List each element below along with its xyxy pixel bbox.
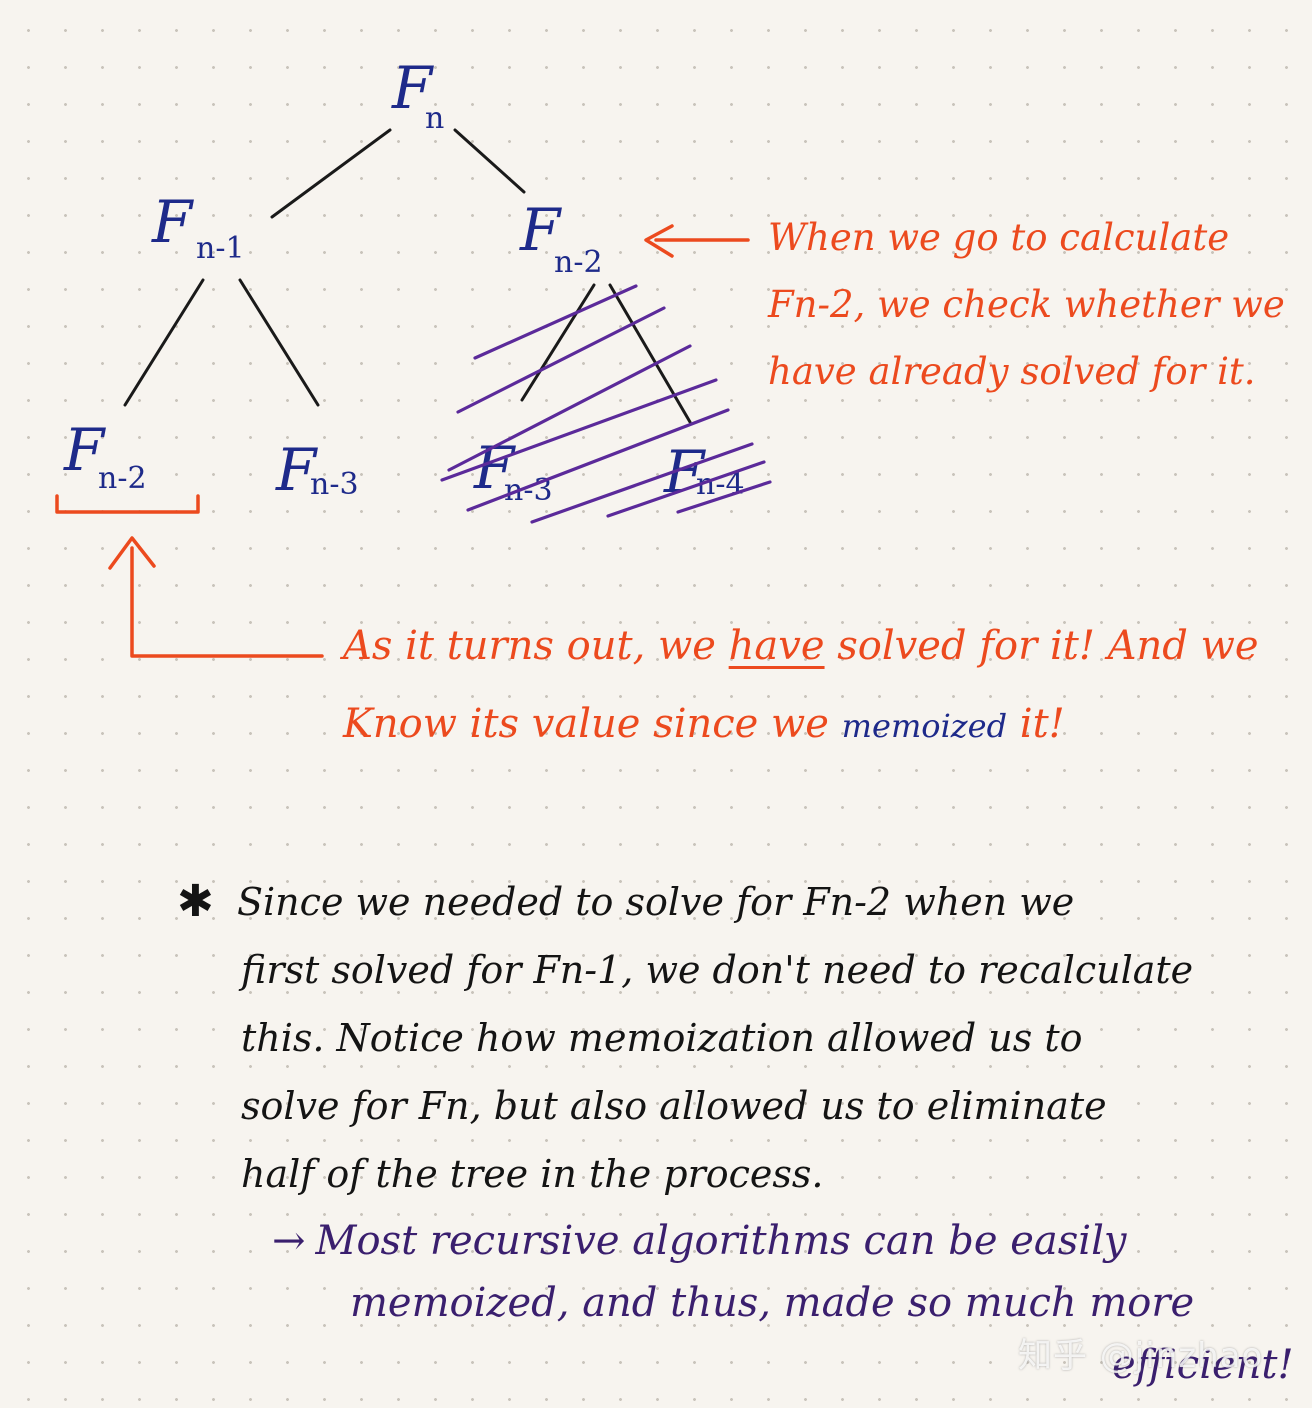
node-right-left-sub: n-3 [504,473,553,508]
hatch-stroke [466,408,730,512]
node-right: F n-2 [519,196,603,280]
node-right-left: F n-3 [473,434,553,508]
node-left-left: F n-2 [63,416,147,496]
conclusion-line: →Most recursive algorithms can be easily [272,1210,1292,1272]
explanation-line: this. Notice how memoization allowed us … [241,1016,1083,1060]
node-root-letter: F [391,54,434,122]
explanation-line: Since we needed to solve for Fn-2 when w… [237,880,1075,924]
node-left-left-sub: n-2 [98,461,147,496]
node-left-right-sub: n-3 [310,467,359,502]
arrow-head [108,536,156,570]
hatch-stroke [447,344,692,472]
conclusion-line-text: Most recursive algorithms can be easily [315,1218,1127,1264]
annotation-middle: As it turns out, we have solved for it! … [343,607,1293,765]
node-left-right-letter: F [275,436,318,504]
bracket-under-left-left [55,494,200,514]
node-left: F n-1 [151,188,245,266]
explanation-paragraph: ✱ Since we needed to solve for Fn-2 when… [177,868,1295,1208]
explanation-line: solve for Fn, but also allowed us to eli… [241,1084,1107,1128]
node-root-sub: n [425,101,444,136]
annotation-middle-pre: As it turns out, we [343,623,729,669]
conclusion-note: →Most recursive algorithms can be easily… [272,1210,1294,1396]
conclusion-line: memoized, and thus, made so much more [350,1280,1195,1326]
watermark: 知乎 @jinzhao [1018,1336,1264,1376]
explanation-line: first solved for Fn-1, we don't need to … [241,948,1194,992]
edge-root-left [270,128,392,219]
node-left-right: F n-3 [275,436,359,504]
explanation-line: half of the tree in the process. [241,1152,824,1196]
annotation-middle-memoized: memoized [841,707,1008,745]
hatch-stroke [676,480,772,514]
arrow-to-right-node [644,224,750,258]
edge-right-rightleft [520,283,596,402]
node-left-sub: n-1 [196,231,245,266]
node-right-letter: F [519,196,562,264]
edge-left-leftright [238,278,320,407]
annotation-middle-post: solved for it! And we Know its value sin… [343,623,1259,747]
edge-root-right [453,128,526,194]
right-arrow-icon: → [272,1218,306,1264]
edge-right-rightright [608,283,692,424]
node-root: F n [391,54,444,136]
node-left-left-letter: F [63,416,106,484]
hatch-stroke [606,460,766,518]
conclusion-line: efficient! [1112,1342,1294,1388]
asterisk-icon: ✱ [177,876,214,927]
arrow-up-to-bracket [108,536,324,658]
node-right-sub: n-2 [554,245,603,280]
node-left-letter: F [151,188,194,256]
annotation-middle-end: it! [1007,701,1065,747]
arrow-elbow [130,546,324,658]
edge-left-leftleft [123,278,205,407]
annotation-top: When we go to calculate Fn-2, we check w… [768,216,1285,393]
hatch-stroke [456,306,666,414]
hatch-stroke [530,442,754,524]
annotation-middle-emphasis: have [728,623,825,669]
arrow-head [644,224,674,258]
hatch-stroke [473,284,638,360]
hatch-stroke [440,378,718,482]
eliminated-subtree-hatching [440,284,772,524]
